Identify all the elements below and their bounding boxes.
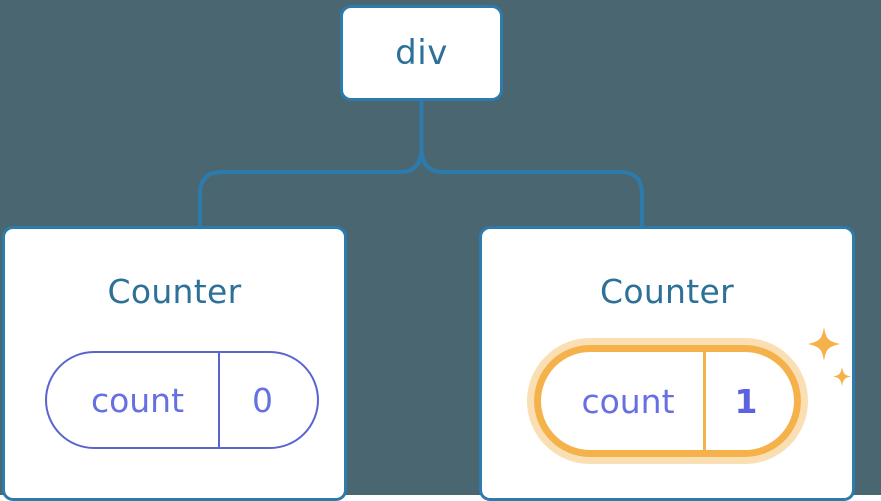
state-value: 1	[734, 381, 758, 421]
sparkle-large-icon	[808, 327, 840, 361]
tree-node-root[interactable]: div	[340, 5, 503, 101]
sparkles-group	[808, 327, 851, 386]
state-value: 0	[252, 380, 273, 420]
state-pill-count[interactable]: count 1	[534, 345, 801, 457]
connector-left-branch	[198, 99, 424, 228]
state-key: count	[541, 352, 706, 450]
state-pill-highlight-wrapper: count 1	[527, 338, 808, 464]
state-pill-count[interactable]: count 0	[45, 351, 319, 449]
root-node-label: div	[395, 33, 448, 73]
component-title: Counter	[600, 272, 734, 311]
component-card-counter-left[interactable]: Counter count 0	[2, 226, 347, 501]
state-key: count	[47, 353, 220, 447]
state-pill-halo	[527, 338, 808, 464]
connector-right-branch	[419, 99, 644, 228]
component-title: Counter	[107, 272, 242, 311]
component-card-counter-right[interactable]: Counter count 1	[479, 226, 855, 501]
sparkle-small-icon	[833, 367, 851, 386]
